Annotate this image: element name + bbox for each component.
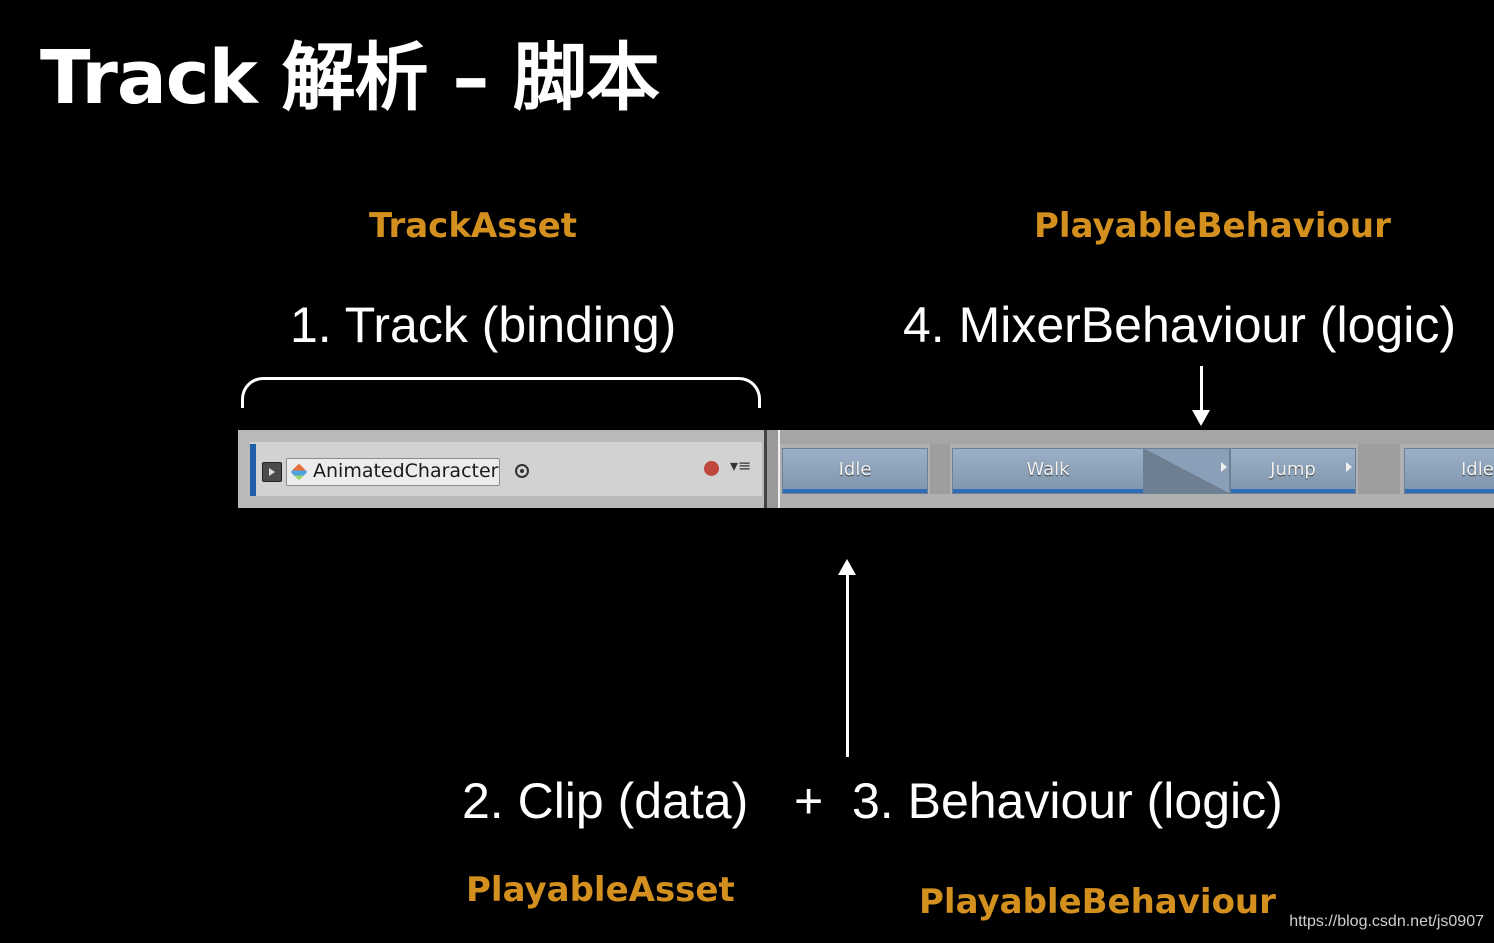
mixer-arrow-head (1192, 410, 1210, 426)
binding-object-name: AnimatedCharacter (313, 460, 499, 482)
gameobject-cube-icon (290, 463, 308, 481)
clip-label: Idle (1461, 459, 1494, 480)
track-color-stripe (250, 444, 256, 496)
clip-walk[interactable]: Walk (952, 448, 1144, 494)
plus-sign: + (794, 773, 824, 829)
clip-label: Jump (1270, 459, 1316, 480)
track-header[interactable]: AnimatedCharacter ▾≡ (238, 430, 764, 508)
clip-jump-arrow-icon (1346, 462, 1352, 472)
track-menu-icon[interactable]: ▾≡ (730, 456, 752, 475)
clip-arrow-shaft (846, 573, 849, 757)
clip-gap (930, 444, 950, 494)
clip-jump[interactable]: Jump (1230, 448, 1356, 494)
clip-label: Idle (838, 459, 872, 480)
clip-blend-arrow-icon (1221, 462, 1227, 472)
clip-gap (1358, 444, 1400, 494)
watermark: https://blog.csdn.net/js0907 (1289, 913, 1484, 930)
clip-idle-1[interactable]: Idle (782, 448, 928, 494)
clip-label: Walk (1026, 459, 1070, 480)
timeline-area: Idle Walk Jump Idle (780, 430, 1494, 508)
record-icon[interactable] (704, 461, 719, 476)
track-brace (241, 377, 761, 408)
binding-object-field[interactable]: AnimatedCharacter (286, 458, 500, 486)
object-picker-icon[interactable] (515, 464, 529, 478)
playable-behaviour-top-label: PlayableBehaviour (1034, 206, 1391, 246)
mixer-arrow-shaft (1200, 366, 1203, 412)
timeline-playhead-divider[interactable] (764, 430, 781, 508)
animation-track-icon (262, 462, 282, 482)
playable-asset-label: PlayableAsset (466, 870, 735, 910)
behaviour-logic-label: 3. Behaviour (logic) (852, 773, 1283, 829)
timeline-ruler (780, 430, 1494, 444)
track-binding-label: 1. Track (binding) (290, 297, 677, 353)
mixer-behaviour-label: 4. MixerBehaviour (logic) (903, 297, 1456, 353)
playable-behaviour-bottom-label: PlayableBehaviour (919, 882, 1276, 922)
clip-arrow-head (838, 559, 856, 575)
clip-idle-2[interactable]: Idle (1404, 448, 1494, 494)
clip-blend-region[interactable] (1144, 448, 1230, 494)
page-title: Track 解析 – 脚本 (40, 35, 660, 121)
clip-data-label: 2. Clip (data) (462, 773, 749, 829)
track-asset-label: TrackAsset (369, 206, 578, 246)
